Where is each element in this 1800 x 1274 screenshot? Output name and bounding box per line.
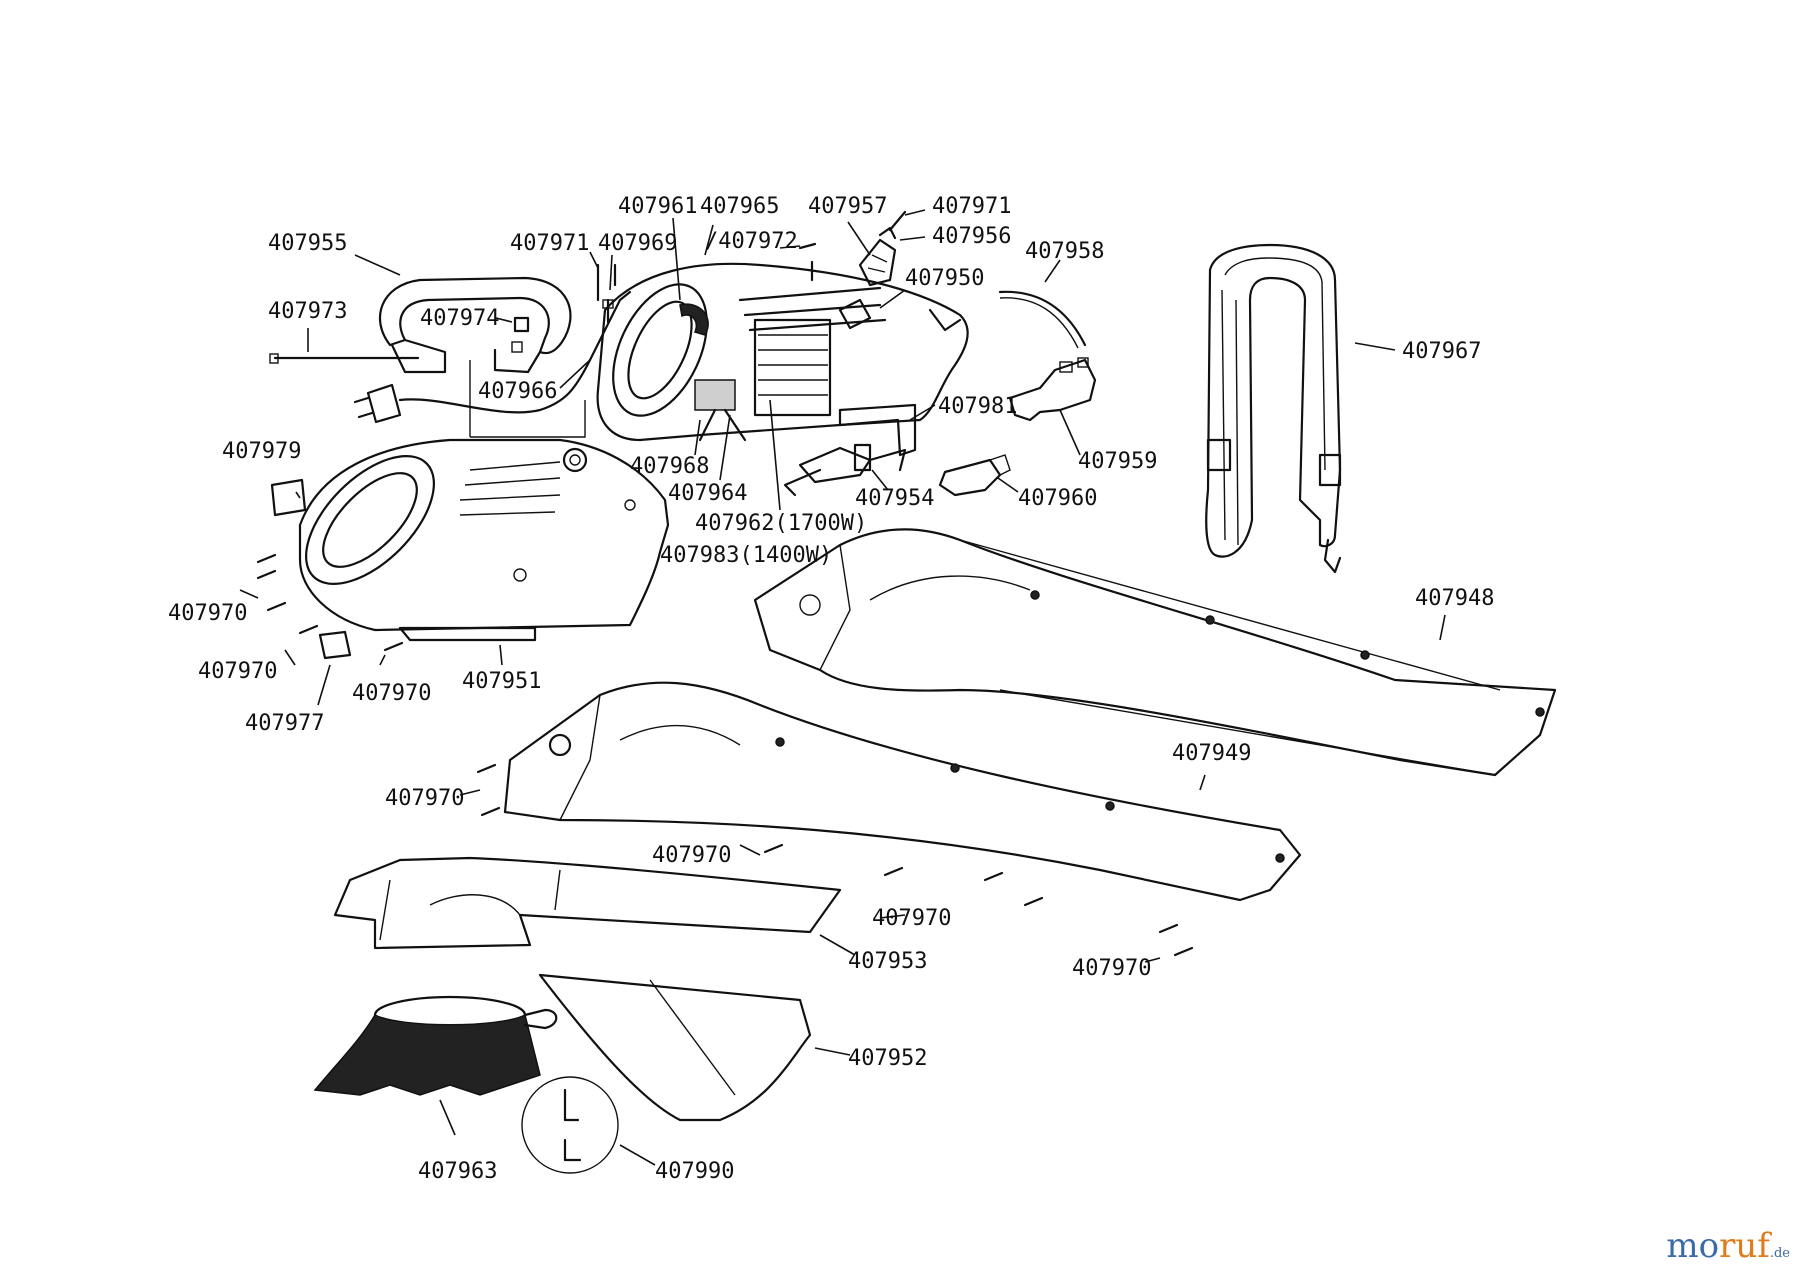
pin-drawing: [798, 242, 817, 282]
label-407965: 407965: [700, 194, 779, 219]
label-407971: 407971: [510, 231, 589, 256]
curved-strip-drawing: [998, 290, 1087, 349]
label-407983: 407983(1400W): [660, 543, 832, 568]
label-407974: 407974: [420, 306, 499, 331]
label-407961: 407961: [618, 194, 697, 219]
label-407962: 407962(1700W): [695, 511, 867, 536]
label-407968: 407968: [630, 454, 709, 479]
leader-lines: [239, 209, 1446, 1166]
long-bolt-drawing: [269, 353, 420, 364]
label-407949: 407949: [1172, 741, 1251, 766]
label-407972: /407972: [705, 229, 798, 254]
label-407951: 407951: [462, 669, 541, 694]
lower-tube-drawing: [503, 681, 1302, 902]
label-407981: 407981: [938, 394, 1017, 419]
handle-loop-drawing: [378, 276, 572, 374]
side-cover-drawing: [298, 438, 670, 642]
label-407970-tube-mid: 407970: [652, 843, 731, 868]
switch-knob-drawing: [858, 210, 907, 287]
label-407967: 407967: [1402, 339, 1481, 364]
logo-part-mo: mo: [1666, 1226, 1720, 1266]
label-407955: 407955: [268, 231, 347, 256]
plug-cable-drawing: [353, 290, 632, 438]
label-407964: 407964: [668, 481, 747, 506]
label-407956: 407956: [932, 224, 1011, 249]
part-labels: 407955 407973 407974 407971 407969 40796…: [168, 194, 1494, 1184]
label-407973: 407973: [268, 299, 347, 324]
collection-bag-drawing: [313, 995, 558, 1096]
nut-drawing: [511, 316, 530, 353]
label-407952: 407952: [848, 1046, 927, 1071]
label-407970-tube-right: 407970: [872, 906, 951, 931]
stickers-drawing: [270, 478, 352, 660]
label-407990: 407990: [655, 1159, 734, 1184]
label-407950: 407950: [905, 266, 984, 291]
suction-tube-drawing: [333, 856, 842, 950]
shoulder-strap-drawing: [1205, 243, 1342, 574]
label-407958: 407958: [1025, 239, 1104, 264]
label-407953: 407953: [848, 949, 927, 974]
label-407970-left: 407970: [168, 601, 247, 626]
logo-suffix: .de: [1769, 1246, 1790, 1261]
detail-circle-drawing: [521, 1076, 619, 1174]
label-407971-top: 407971: [932, 194, 1011, 219]
label-407969: 407969: [598, 231, 677, 256]
label-407970-tube-left: 407970: [385, 786, 464, 811]
bracket-drawing: [838, 403, 917, 457]
label-407977: 407977: [245, 711, 324, 736]
label-407979: 407979: [222, 439, 301, 464]
label-407970-cover: 407970: [352, 681, 431, 706]
clip-drawing: [938, 454, 1011, 497]
label-407959: 407959: [1078, 449, 1157, 474]
screws-407970-drawing: [256, 553, 1194, 957]
label-407966: 407966: [478, 379, 557, 404]
label-407954: 407954: [855, 486, 934, 511]
logo-part-ruf: ruf: [1719, 1226, 1770, 1266]
fan-impeller-drawing: [783, 443, 907, 497]
label-407970-tube-end: 407970: [1072, 956, 1151, 981]
upper-tube-drawing: [753, 528, 1557, 777]
motor-housing-drawing: [596, 262, 969, 442]
label-407960: 407960: [1018, 486, 1097, 511]
label-407970-mid-left: 407970: [198, 659, 277, 684]
deflector-drawing: [538, 973, 812, 1122]
motoruf-logo: moruf.de: [1666, 1226, 1790, 1266]
label-407948: 407948: [1415, 586, 1494, 611]
label-407957: 407957: [808, 194, 887, 219]
label-407963: 407963: [418, 1159, 497, 1184]
switch-block-drawing: [1008, 357, 1097, 422]
